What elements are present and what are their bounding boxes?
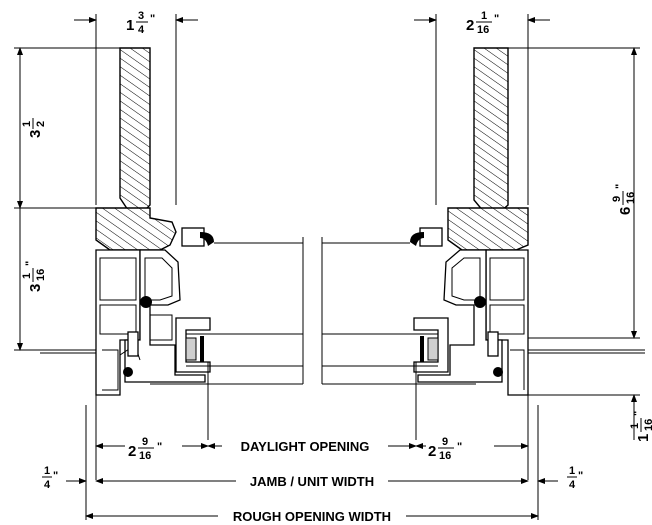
svg-text:1: 1 [569,465,575,477]
right-glazing-bead [413,317,449,373]
svg-text:3: 3 [138,10,144,22]
dim-bottom-left-glass: 2 9 16 " [128,436,162,462]
right-wood-stop [473,47,509,213]
dim-top-right: 2 1 16 " [466,10,499,36]
svg-text:": " [494,13,499,25]
svg-text:1: 1 [21,121,33,127]
dim-right-height: 6 9 16 " [611,184,637,215]
dim-bottom-right-glass: 2 9 16 " [428,436,462,462]
svg-text:1: 1 [481,10,487,22]
svg-text:1: 1 [126,17,134,34]
svg-text:": " [614,184,626,189]
rough-opening-width-label: ROUGH OPENING WIDTH [233,509,391,524]
svg-text:3: 3 [27,284,44,292]
svg-text:4: 4 [569,479,576,491]
svg-text:": " [632,411,644,416]
right-glass-lines [321,237,476,440]
svg-text:2: 2 [128,443,136,460]
svg-text:2: 2 [35,121,47,127]
svg-text:16: 16 [625,192,637,204]
svg-text:": " [53,470,58,482]
svg-text:9: 9 [442,436,448,448]
left-jamb-section [95,47,214,396]
svg-text:2: 2 [466,17,474,34]
left-glass-spacer [185,337,197,361]
dim-right-lower: 1 1 16 " [629,411,652,442]
dim-right-shim: 1 4 " [567,465,583,491]
svg-text:4: 4 [138,24,145,36]
extension-lines [14,14,640,520]
dim-left-upper: 3 1 2 [21,118,47,138]
svg-text:3: 3 [27,130,44,138]
dim-left-shim: 1 4 " [42,465,58,491]
svg-text:2: 2 [428,443,436,460]
svg-text:4: 4 [44,479,51,491]
svg-text:16: 16 [139,450,151,462]
svg-text:9: 9 [611,196,623,202]
svg-text:16: 16 [643,419,652,431]
daylight-opening-label: DAYLIGHT OPENING [241,439,370,454]
svg-text:": " [578,470,583,482]
left-glass-lines [150,237,304,440]
dim-top-left: 1 3 4 " [126,10,155,36]
left-wood-jamb [95,207,177,251]
svg-text:9: 9 [142,436,148,448]
dim-left-lower: 3 1 16 " [21,261,47,292]
svg-text:1: 1 [21,273,33,279]
svg-text:16: 16 [35,269,47,281]
svg-text:1: 1 [44,465,50,477]
svg-text:1: 1 [635,434,652,442]
svg-text:": " [150,13,155,25]
svg-text:16: 16 [477,24,489,36]
jamb-unit-width-label: JAMB / UNIT WIDTH [250,474,374,489]
svg-text:": " [24,261,36,266]
right-jamb-section [410,47,529,396]
svg-text:16: 16 [439,450,451,462]
svg-text:": " [157,441,162,453]
right-wood-jamb [447,207,529,251]
right-sash-profile [417,249,503,383]
left-wood-stop [119,47,151,211]
left-glazing-bead [175,317,211,373]
svg-text:1: 1 [629,423,641,429]
svg-text:": " [457,441,462,453]
right-glass-spacer [427,337,439,361]
svg-text:6: 6 [617,207,634,215]
